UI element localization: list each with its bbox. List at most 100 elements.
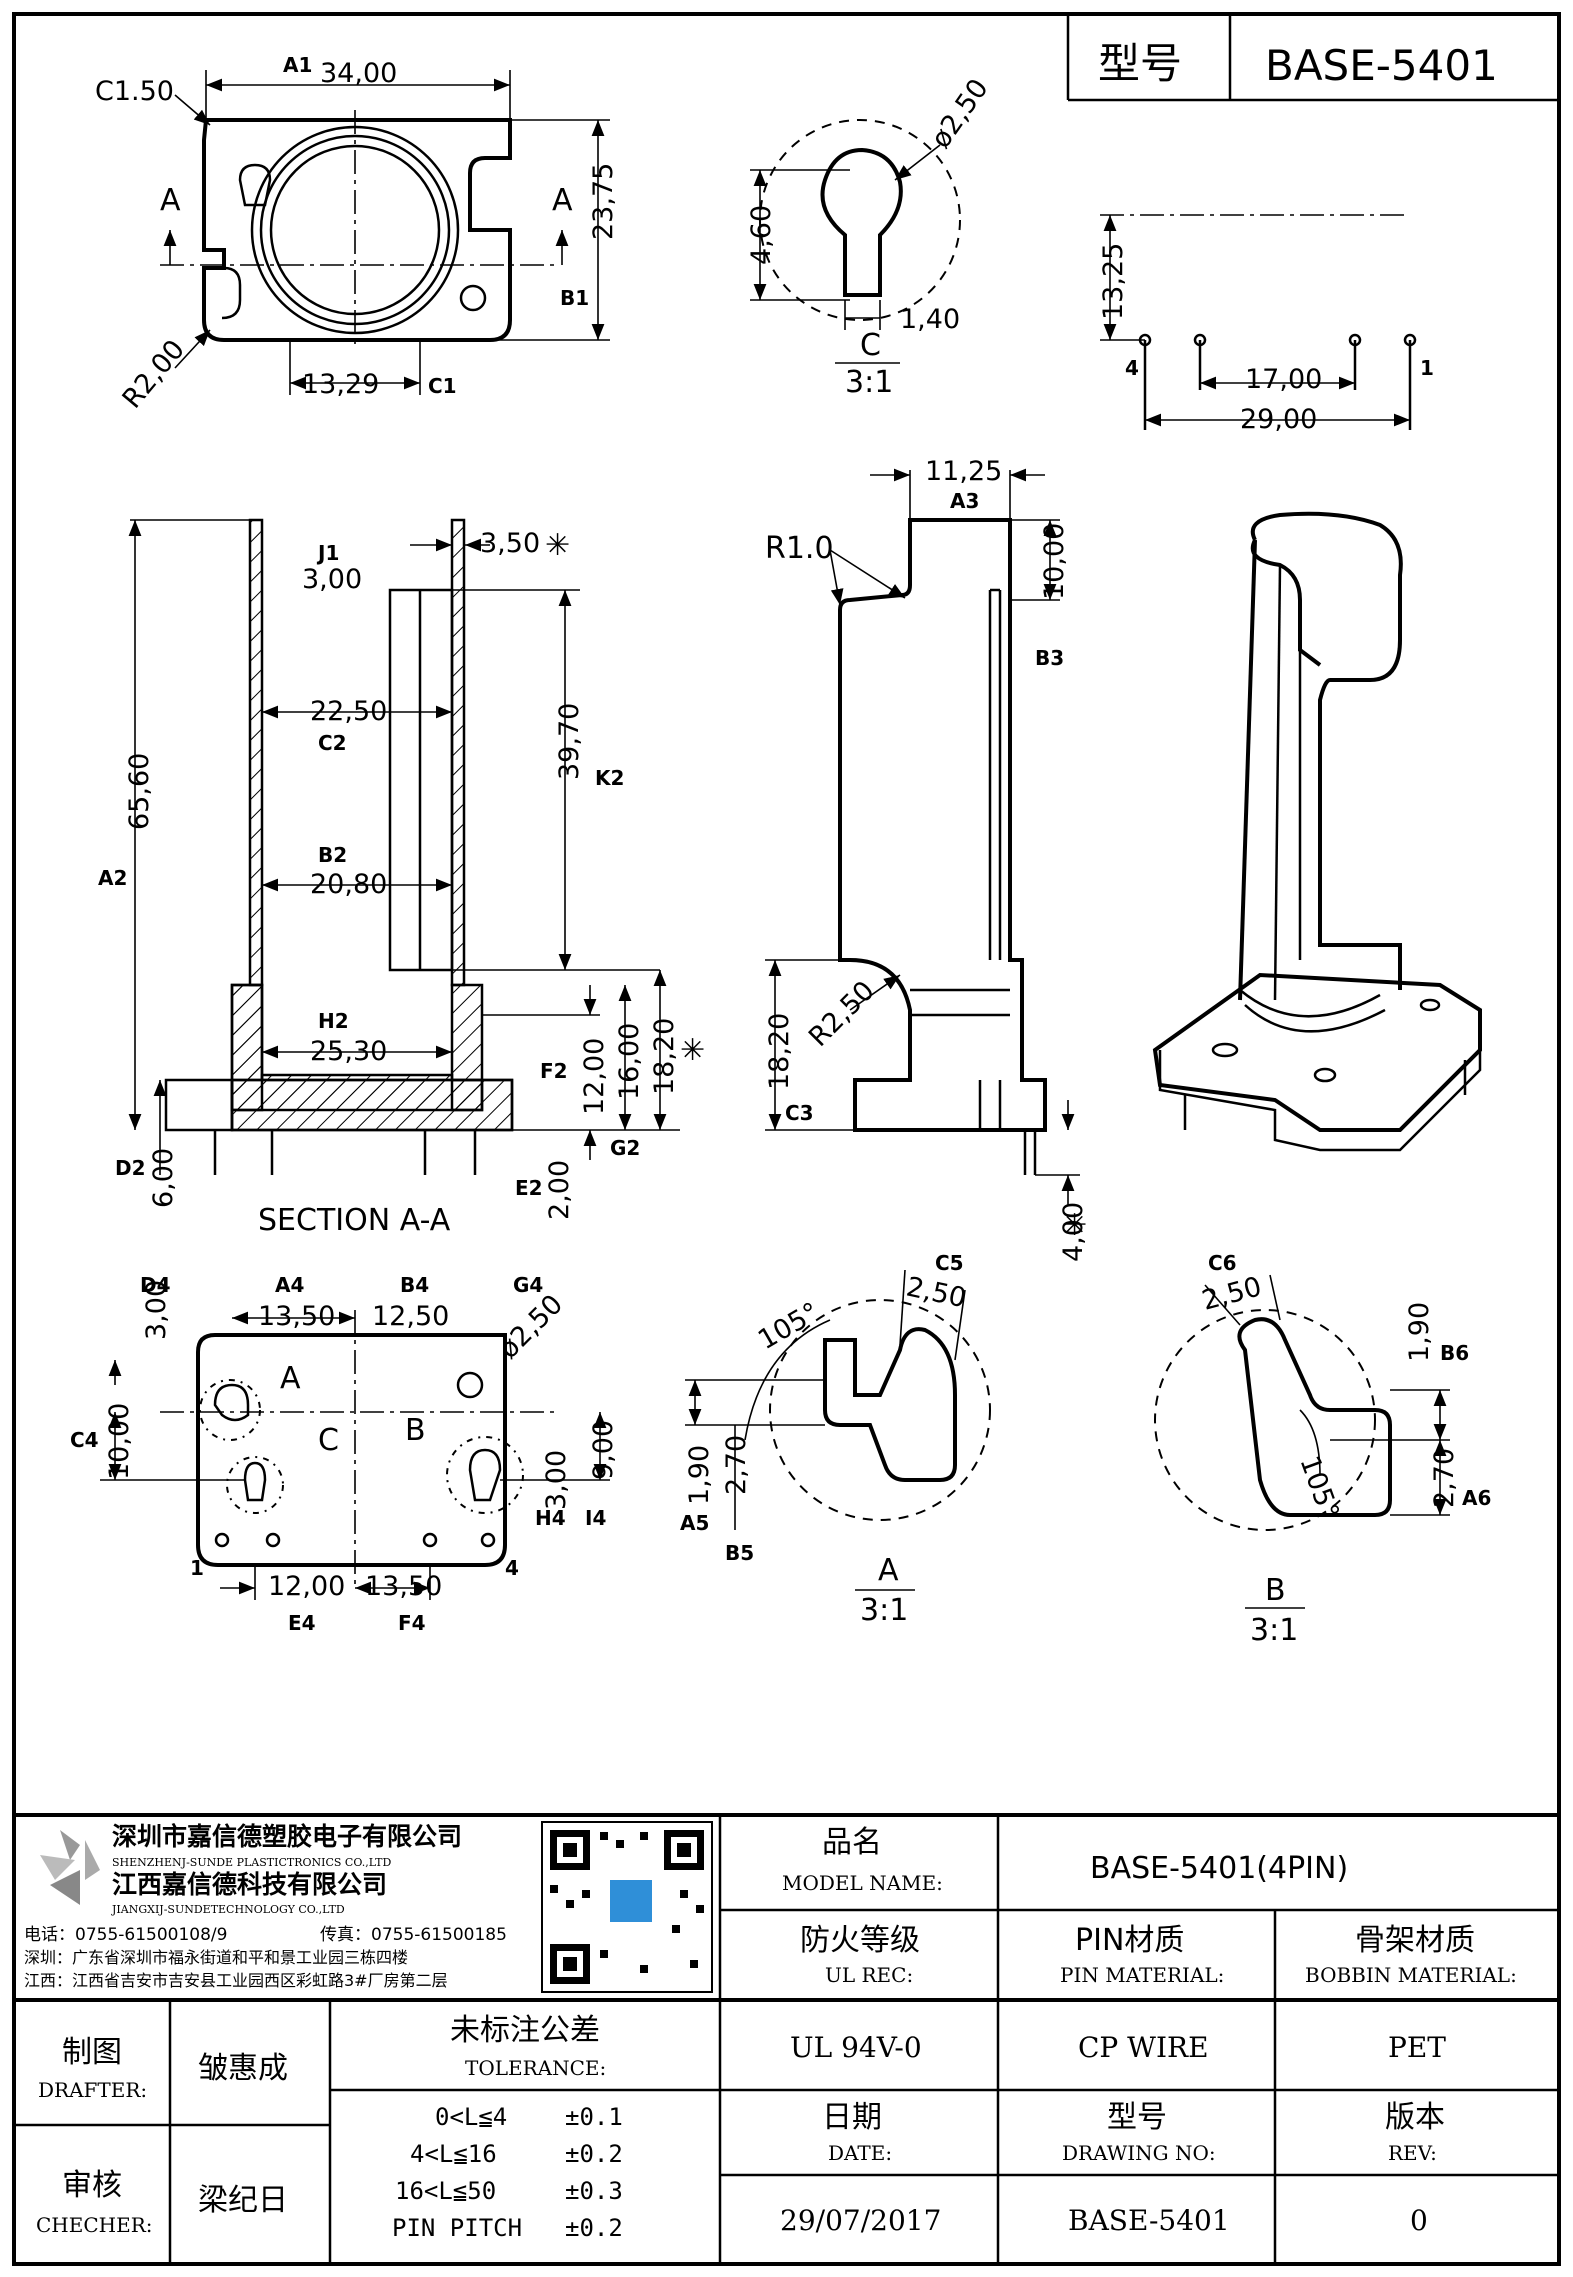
rev-label-cn: 版本 xyxy=(1385,2100,1445,2135)
side-view: 11,25 A3 R1.0 10,00 B3 R2,50 18,20 C3 4,… xyxy=(764,456,1089,1262)
bottom-d4-tag: D4 xyxy=(140,1273,171,1297)
aa-pin2-dim: 2,00 xyxy=(544,1160,575,1220)
top-height-tag: B1 xyxy=(560,286,589,310)
aa-h12-tag: F2 xyxy=(540,1059,568,1083)
header-part-number: BASE-5401 xyxy=(1265,41,1498,90)
company2-name-en: JIANGXIJ-SUNDETECHNOLOGY CO.,LTD xyxy=(111,1903,345,1916)
bottom-pin4: 4 xyxy=(505,1556,519,1580)
date-label-en: DATE: xyxy=(828,2141,892,2165)
bottom-label-b: B xyxy=(405,1413,426,1448)
drawing-value: BASE-5401 xyxy=(1068,2204,1230,2237)
bottom-pin1: 1 xyxy=(190,1556,204,1580)
detail-c-diameter: ø2,50 xyxy=(925,73,994,154)
aa-slot-tag: K2 xyxy=(595,766,624,790)
pin-spacing-view: 13,25 4 1 17,00 29,00 xyxy=(1098,214,1434,435)
isometric-view xyxy=(1152,511,1482,1152)
bottom-g4-tag: G4 xyxy=(513,1273,543,1297)
bottom-f4-dim: 13,50 xyxy=(365,1571,442,1602)
aa-total-height-tag: A2 xyxy=(98,866,127,890)
model-name-label-en: MODEL NAME: xyxy=(782,1871,943,1895)
bottom-d4-dim: 3,00 xyxy=(141,1280,172,1340)
detail-b-label: B xyxy=(1265,1573,1286,1608)
checker-label-cn: 审核 xyxy=(62,2168,122,2203)
bottom-h4-tag: H4 xyxy=(535,1506,566,1530)
aa-h12-dim: 12,00 xyxy=(579,1038,610,1115)
tolerance-label-en: TOLERANCE: xyxy=(465,2056,606,2080)
detail-b-h2: 2,70 xyxy=(1429,1448,1460,1508)
side-base-height-tag: C3 xyxy=(785,1101,814,1125)
bottom-f4-tag: F4 xyxy=(398,1611,426,1635)
tolerance-value-1: ±0.1 xyxy=(565,2103,623,2131)
qr-code xyxy=(541,1821,713,1993)
pin-label-left: 4 xyxy=(1125,356,1139,380)
bobbin-material-label-en: BOBBIN MATERIAL: xyxy=(1305,1963,1517,1987)
aa-base6-tag: D2 xyxy=(115,1156,146,1180)
pin-outer-dim: 29,00 xyxy=(1240,404,1317,435)
date-label-cn: 日期 xyxy=(822,2100,882,2135)
pin-height-dim: 13,25 xyxy=(1098,243,1129,320)
aa-h16-dim: 16,00 xyxy=(614,1023,645,1100)
top-offset-dim: 13,29 xyxy=(302,369,379,400)
company-name-en: SHENZHENJ-SUNDE PLASTICTRONICS CO.,LTD xyxy=(112,1856,391,1869)
drafter-label-en: DRAFTER: xyxy=(38,2078,147,2102)
top-width-tag: A1 xyxy=(283,53,312,77)
pin-material-label-en: PIN MATERIAL: xyxy=(1060,1963,1224,1987)
side-top-width-tag: A3 xyxy=(950,489,979,513)
side-base-height: 18,20 xyxy=(764,1013,795,1090)
header-type-label: 型号 xyxy=(1098,39,1182,88)
bottom-label-a: A xyxy=(280,1361,301,1396)
tolerance-range-3: 16<L≦50 xyxy=(395,2177,496,2205)
company-logo xyxy=(40,1830,100,1905)
aa-h18-star: ✳ xyxy=(680,1033,705,1068)
bobbin-material-value: PET xyxy=(1388,2031,1446,2064)
aa-pin2-tag: E2 xyxy=(515,1176,543,1200)
model-name-value: BASE-5401(4PIN) xyxy=(1090,1851,1348,1886)
bottom-h9-dim: 9,00 xyxy=(588,1420,619,1480)
side-radius1: R1.0 xyxy=(765,531,834,566)
company2-name-cn: 江西嘉信德科技有限公司 xyxy=(112,1870,387,1899)
aa-h18-tag: G2 xyxy=(610,1136,640,1160)
bottom-i4-tag: I4 xyxy=(585,1506,606,1530)
title-block: 深圳市嘉信德塑胶电子有限公司 SHENZHENJ-SUNDE PLASTICTR… xyxy=(14,1813,1559,2264)
detail-b-h1-tag: B6 xyxy=(1440,1341,1469,1365)
top-width-dim: 34,00 xyxy=(320,58,397,89)
section-a-a: 65,60 A2 3,50 ✳ J1 3,00 22,50 C2 B2 20,8… xyxy=(98,518,705,1238)
drawing-label-en: DRAWING NO: xyxy=(1062,2141,1216,2165)
top-view: A A A1 34,00 C1.50 23,75 B1 R2,00 13,29 … xyxy=(95,53,619,414)
aa-h18-dim: 18,20 xyxy=(649,1018,680,1095)
checker-label-en: CHECHER: xyxy=(36,2213,152,2237)
pin-material-value: CP WIRE xyxy=(1078,2031,1209,2064)
company-address-jx: 江西：江西省吉安市吉安县工业园西区彩虹路3#厂房第二层 xyxy=(24,1971,448,1990)
detail-b: 1,90 B6 2,70 A6 105° 2,50 C6 B 3:1 xyxy=(1154,1251,1491,1648)
tolerance-range-4: PIN PITCH xyxy=(392,2214,522,2242)
side-pin-star: ✳ xyxy=(1062,1208,1087,1243)
aa-base-inner-dim: 25,30 xyxy=(310,1036,387,1067)
detail-c-height: 4,60 xyxy=(746,205,777,265)
tolerance-value-2: ±0.2 xyxy=(565,2140,623,2168)
company-fax: 传真：0755-61500185 xyxy=(320,1925,507,1945)
tolerance-value-4: ±0.2 xyxy=(565,2214,623,2242)
aa-slot-dim: 39,70 xyxy=(554,703,585,780)
detail-c-label: C xyxy=(860,328,881,363)
date-value: 29/07/2017 xyxy=(780,2204,941,2237)
bottom-a4-dim: 13,50 xyxy=(258,1301,335,1332)
aa-base6-dim: 6,00 xyxy=(148,1148,179,1208)
aa-title: SECTION A-A xyxy=(258,1203,451,1238)
section-mark-right: A xyxy=(552,183,573,218)
tolerance-label-cn: 未标注公差 xyxy=(450,2013,600,2048)
aa-inner-mid-tag: B2 xyxy=(318,843,347,867)
tolerance-range-2: 4<L≦16 xyxy=(410,2140,497,2168)
aa-base-inner-tag: H2 xyxy=(318,1009,349,1033)
side-radius2: R2,50 xyxy=(803,975,881,1053)
model-name-label-cn: 品名 xyxy=(822,1825,882,1860)
aa-wall-tag: J1 xyxy=(316,541,339,565)
company-address-sz: 深圳：广东省深圳市福永街道和平和景工业园三栋四楼 xyxy=(24,1948,408,1967)
drafter-name: 皱惠成 xyxy=(198,2051,288,2086)
detail-a-label: A xyxy=(878,1553,899,1588)
bottom-view: D4 3,00 A4 13,50 B4 12,50 G4 ø2,50 A C B… xyxy=(70,1273,619,1635)
top-radius-dim: R2,00 xyxy=(117,334,191,414)
ul-label-cn: 防火等级 xyxy=(800,1923,920,1958)
pin-inner-dim: 17,00 xyxy=(1245,364,1322,395)
tolerance-value-3: ±0.3 xyxy=(565,2177,623,2205)
bottom-c4-tag: C4 xyxy=(70,1428,99,1452)
